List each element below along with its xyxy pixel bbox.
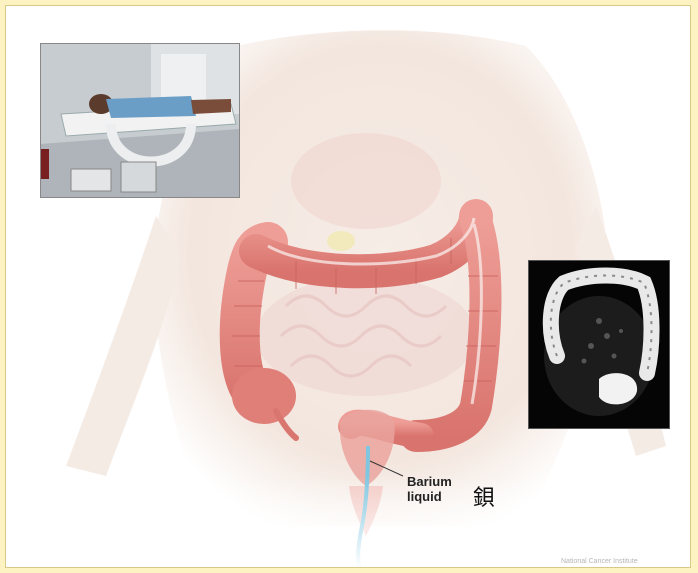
barium-liquid-label: Barium liquid — [407, 474, 452, 504]
small-intestine — [256, 276, 476, 396]
barium-radiograph — [529, 261, 669, 428]
radiograph-image — [529, 261, 669, 428]
illustration-frame: Barium liquid 鋇 National Cancer Institut… — [5, 5, 691, 568]
stomach — [291, 133, 441, 229]
label-line-2: liquid — [407, 489, 452, 504]
patient-xray-photo — [41, 44, 239, 197]
barium-kanji-label: 鋇 — [473, 480, 495, 512]
image-credit: National Cancer Institute — [561, 558, 638, 565]
label-line-1: Barium — [407, 474, 452, 489]
xray-room-image — [41, 44, 239, 197]
